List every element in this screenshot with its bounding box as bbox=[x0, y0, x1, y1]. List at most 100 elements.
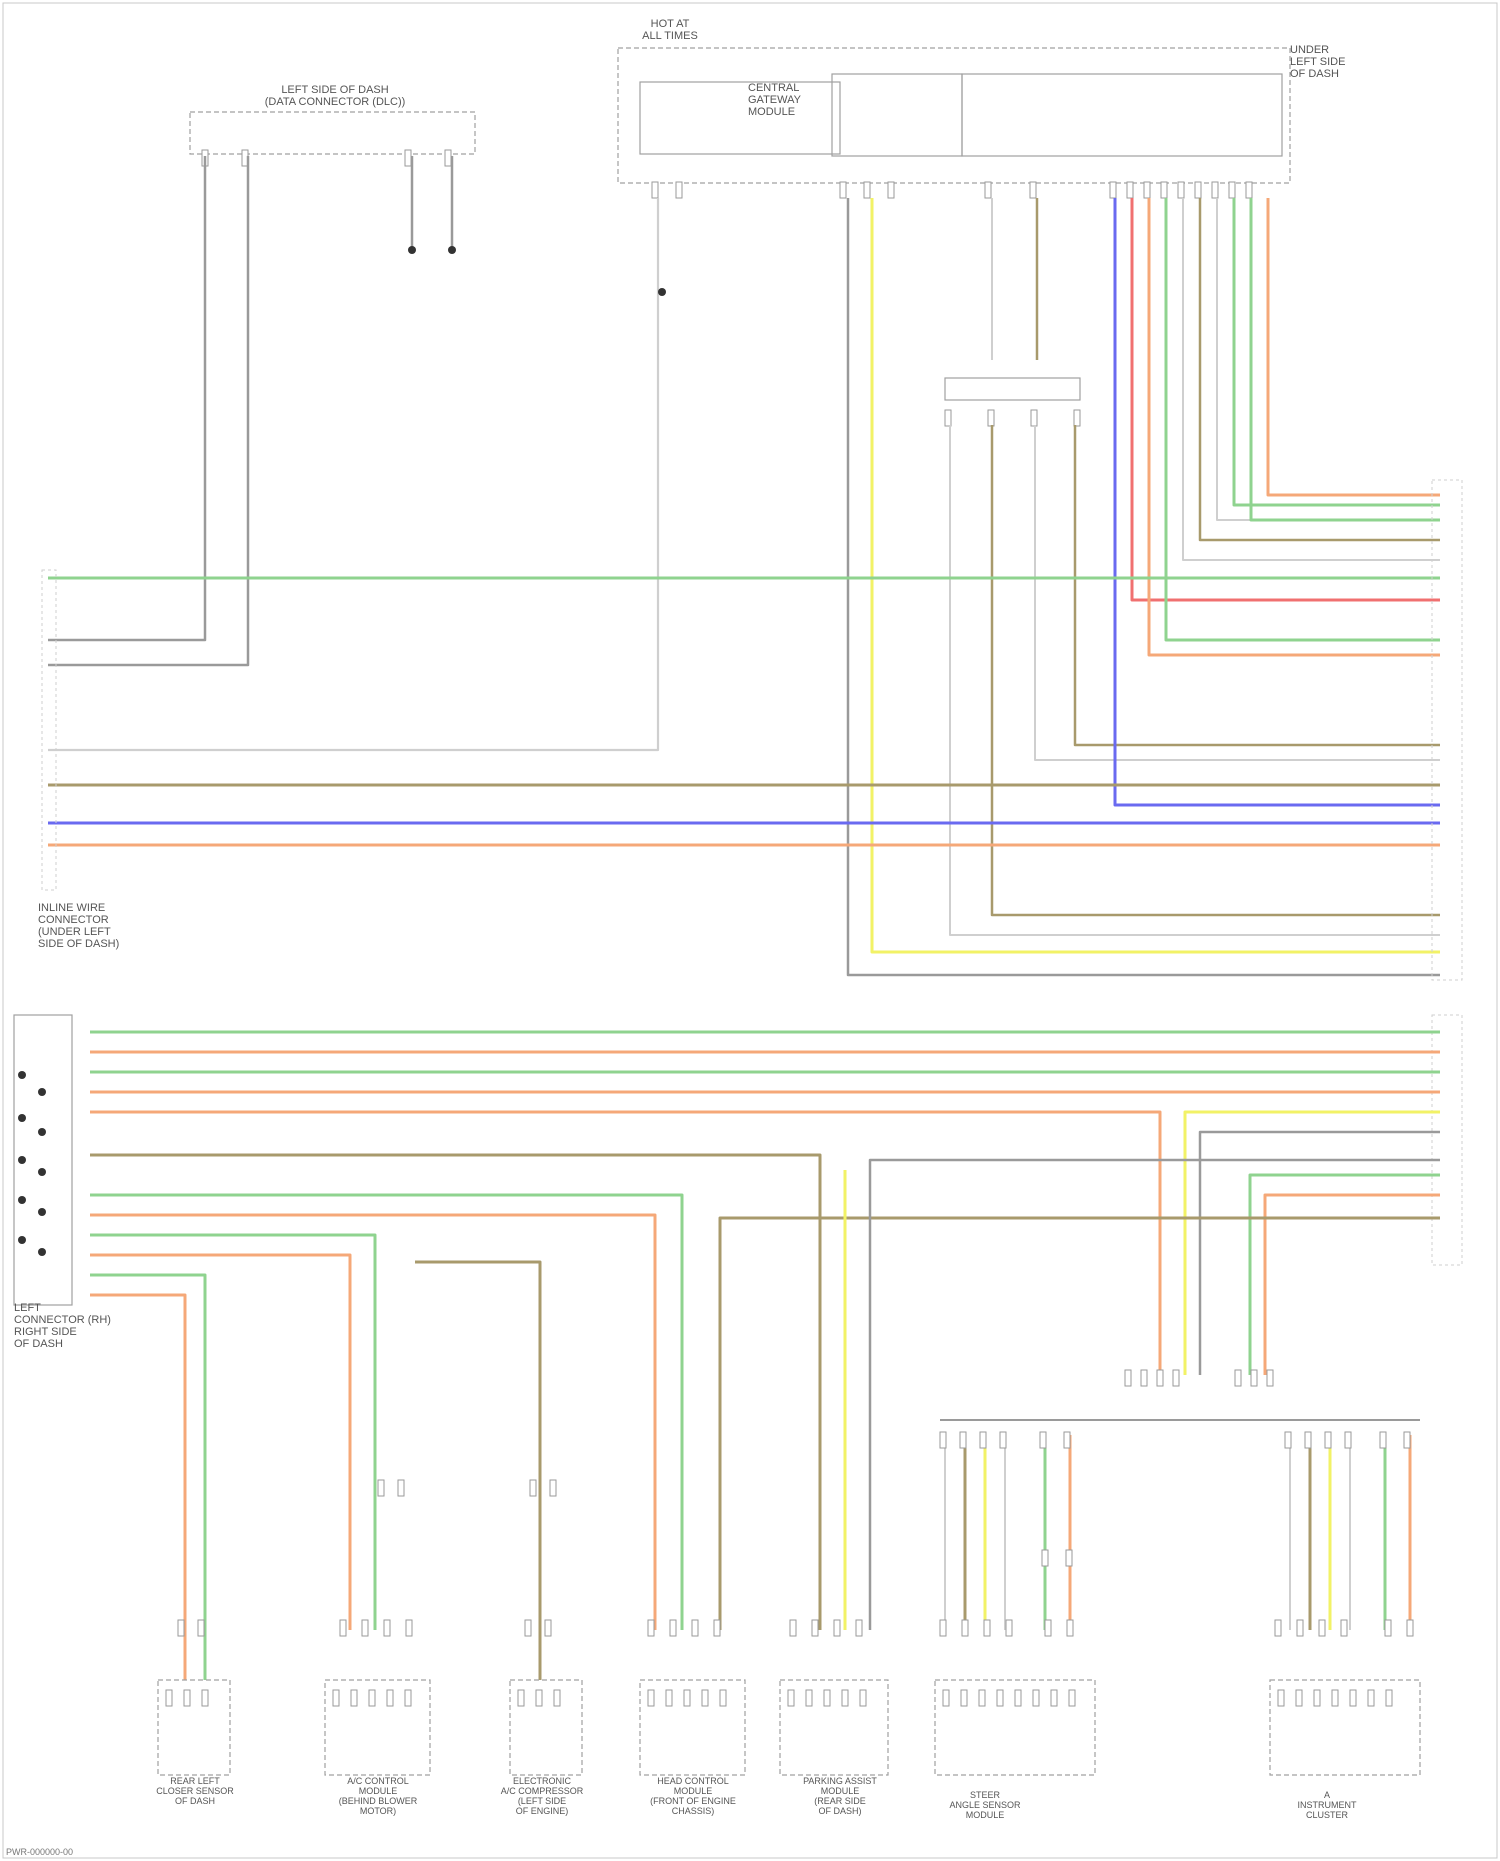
wire-green-low-3 bbox=[90, 1195, 682, 1630]
mid-splice-pin bbox=[1031, 410, 1037, 426]
top-gateway-pin bbox=[840, 182, 846, 198]
lower-pin bbox=[1319, 1620, 1325, 1636]
drop-pin bbox=[1305, 1432, 1311, 1448]
instrument-cluster-pin bbox=[1368, 1690, 1374, 1706]
splice-dot bbox=[18, 1236, 26, 1244]
top-right-pin bbox=[1229, 182, 1235, 198]
dlc-pin bbox=[445, 150, 451, 166]
lower-pin bbox=[940, 1620, 946, 1636]
top-right-pin bbox=[1195, 182, 1201, 198]
top-module-box bbox=[618, 48, 1290, 183]
lower-pin bbox=[1067, 1620, 1073, 1636]
wire-brown-low-2 bbox=[415, 1262, 540, 1680]
lower-pin bbox=[550, 1480, 556, 1496]
top-right-pin bbox=[1110, 182, 1116, 198]
instrument-cluster-pin bbox=[1314, 1690, 1320, 1706]
head-control-module-pin bbox=[648, 1690, 654, 1706]
wire-brown-mid-3 bbox=[1075, 425, 1440, 745]
steer-angle-sensor-pin bbox=[1069, 1690, 1075, 1706]
splice-dot bbox=[38, 1168, 46, 1176]
lower-pin bbox=[790, 1620, 796, 1636]
wire-gray-gateway bbox=[848, 198, 1440, 975]
ac-control-module-pin bbox=[351, 1690, 357, 1706]
diagram-id: PWR-000000-00 bbox=[6, 1847, 73, 1857]
ac-control-module-pin bbox=[387, 1690, 393, 1706]
lower-pin bbox=[834, 1620, 840, 1636]
diagram-border bbox=[3, 3, 1497, 1858]
lower-pin bbox=[648, 1620, 654, 1636]
top-right-pin bbox=[1246, 182, 1252, 198]
wire-orange-top-2 bbox=[1268, 198, 1440, 495]
splice-dot bbox=[18, 1071, 26, 1079]
central-gateway-label: CENTRAL GATEWAY MODULE bbox=[748, 82, 838, 118]
wire-orange-top-1 bbox=[1149, 198, 1440, 655]
lower-pin bbox=[530, 1480, 536, 1496]
splice-dot bbox=[18, 1196, 26, 1204]
wire-green-top-1 bbox=[1166, 198, 1440, 640]
drop-pin bbox=[1345, 1432, 1351, 1448]
lower-pin bbox=[1341, 1620, 1347, 1636]
inline-connector-bottom-label: LEFT CONNECTOR (RH) RIGHT SIDE OF DASH bbox=[14, 1302, 134, 1350]
bottom-component-2-label: A/C CONTROL MODULE (BEHIND BLOWER MOTOR) bbox=[318, 1776, 438, 1816]
lower-pin bbox=[812, 1620, 818, 1636]
dlc-pin bbox=[405, 150, 411, 166]
parking-assist-module-pin bbox=[842, 1690, 848, 1706]
drop-pin bbox=[960, 1432, 966, 1448]
mid-splice-pin bbox=[945, 410, 951, 426]
head-control-module-pin bbox=[666, 1690, 672, 1706]
right-module-box bbox=[962, 74, 1282, 156]
drop-pin bbox=[1285, 1432, 1291, 1448]
instrument-cluster-box bbox=[1270, 1680, 1420, 1775]
splice-pin bbox=[1251, 1370, 1257, 1386]
lower-pin bbox=[1042, 1550, 1048, 1566]
inline-connector-left-label: INLINE WIRE CONNECTOR (UNDER LEFT SIDE O… bbox=[38, 902, 148, 950]
rear-closer-sensor-pin bbox=[202, 1690, 208, 1706]
splice-dot bbox=[18, 1156, 26, 1164]
lower-pin bbox=[1045, 1620, 1051, 1636]
splice-pin bbox=[1125, 1370, 1131, 1386]
wire-lightgray-power bbox=[48, 198, 658, 750]
splice-pin bbox=[1267, 1370, 1273, 1386]
wire-brown-low-1 bbox=[90, 1155, 820, 1630]
head-control-module-pin bbox=[684, 1690, 690, 1706]
lower-pin bbox=[670, 1620, 676, 1636]
wire-orange-low-7 bbox=[1265, 1195, 1440, 1375]
bottom-component-5-label: PARKING ASSIST MODULE (REAR SIDE OF DASH… bbox=[780, 1776, 900, 1816]
parking-assist-module-pin bbox=[860, 1690, 866, 1706]
head-control-module-pin bbox=[702, 1690, 708, 1706]
wire-gray-dlc-2 bbox=[48, 156, 248, 665]
dlc-connector-box bbox=[190, 112, 475, 154]
splice-pin bbox=[1141, 1370, 1147, 1386]
mid-splice-pin bbox=[988, 410, 994, 426]
lower-pin bbox=[1407, 1620, 1413, 1636]
lower-pin bbox=[406, 1620, 412, 1636]
bottom-component-1-label: REAR LEFT CLOSER SENSOR OF DASH bbox=[140, 1776, 250, 1806]
lower-pin bbox=[1385, 1620, 1391, 1636]
splice-dot bbox=[18, 1114, 26, 1122]
parking-assist-module-pin bbox=[806, 1690, 812, 1706]
ac-control-module-pin bbox=[369, 1690, 375, 1706]
ac-compressor-pin bbox=[554, 1690, 560, 1706]
bottom-component-3-label: ELECTRONIC A/C COMPRESSOR (LEFT SIDE OF … bbox=[482, 1776, 602, 1816]
lower-pin bbox=[384, 1620, 390, 1636]
wire-yellow-low-1 bbox=[1185, 1112, 1440, 1375]
top-right-pin bbox=[1178, 182, 1184, 198]
wire-orange-low-3 bbox=[90, 1112, 1160, 1375]
top-mid-pin bbox=[1030, 182, 1036, 198]
steer-angle-sensor-pin bbox=[961, 1690, 967, 1706]
bottom-component-4-label: HEAD CONTROL MODULE (FRONT OF ENGINE CHA… bbox=[628, 1776, 758, 1816]
drop-pin bbox=[1404, 1432, 1410, 1448]
splice-dot bbox=[38, 1088, 46, 1096]
head-control-module-pin bbox=[720, 1690, 726, 1706]
left-inline-connector bbox=[42, 570, 56, 890]
lower-pin bbox=[692, 1620, 698, 1636]
ac-control-module-pin bbox=[405, 1690, 411, 1706]
splice-pin bbox=[1157, 1370, 1163, 1386]
instrument-cluster-pin bbox=[1296, 1690, 1302, 1706]
splice-pin bbox=[1235, 1370, 1241, 1386]
parking-assist-module-box bbox=[780, 1680, 888, 1775]
lower-pin bbox=[1006, 1620, 1012, 1636]
lower-pin bbox=[378, 1480, 384, 1496]
splice-dot bbox=[38, 1248, 46, 1256]
top-right-pin bbox=[1127, 182, 1133, 198]
